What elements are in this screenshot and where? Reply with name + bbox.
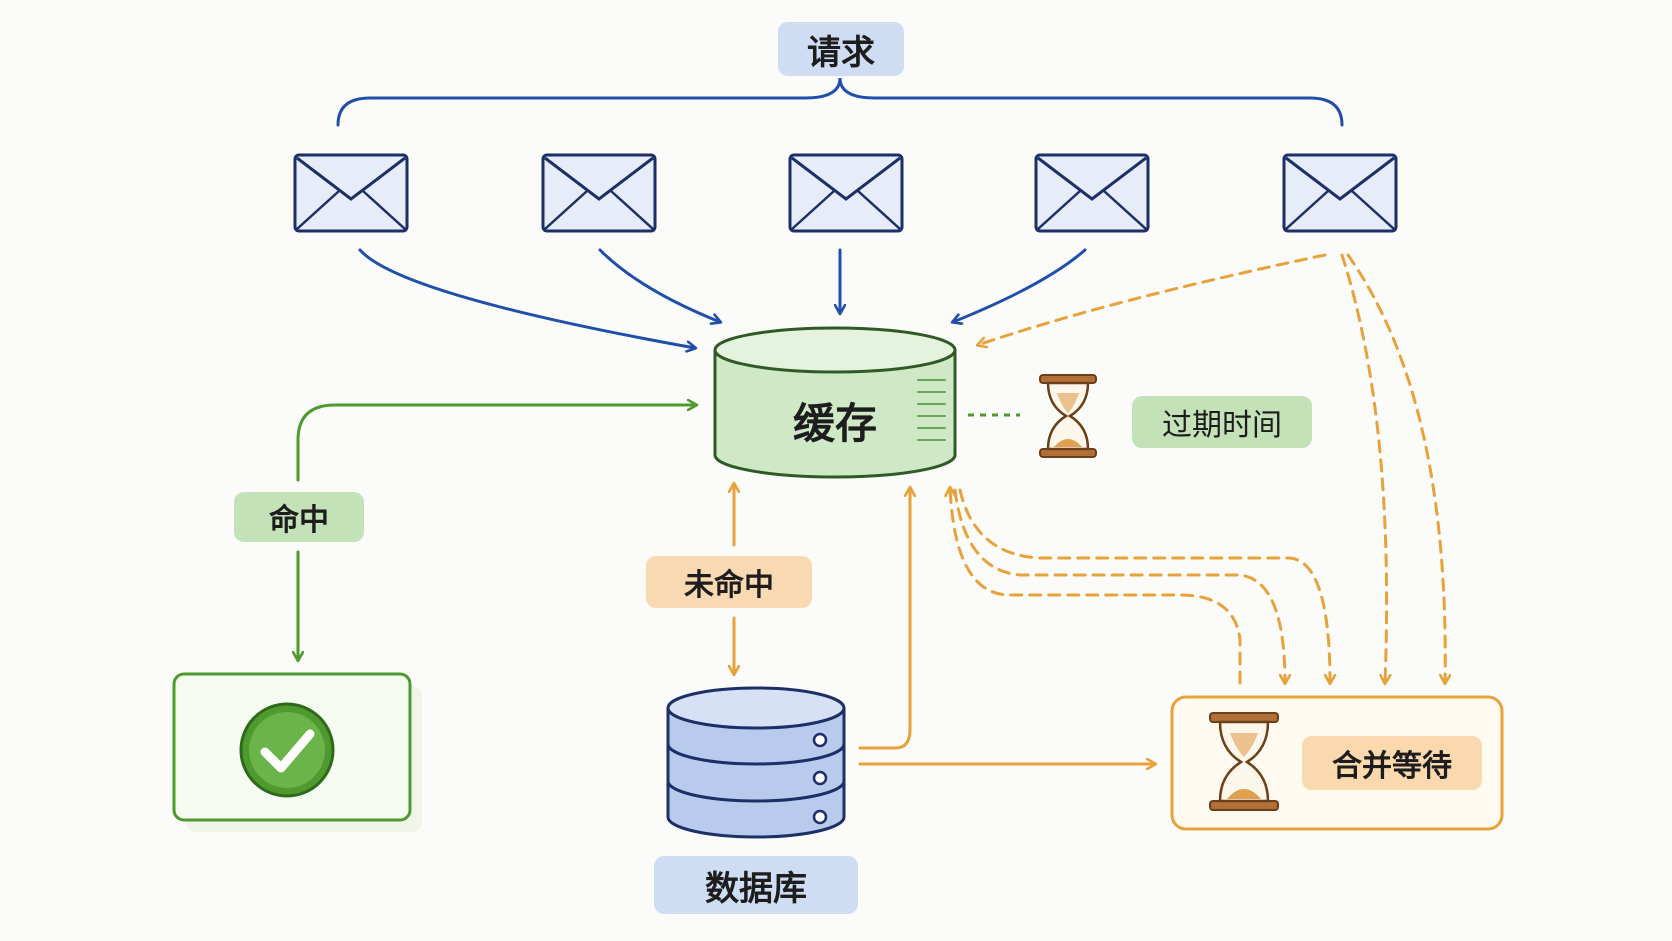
checkmark-icon xyxy=(239,702,335,798)
miss-label: 未命中 xyxy=(646,556,812,608)
request-envelope-icon-3 xyxy=(788,153,904,233)
cache-label: 缓存 xyxy=(792,398,877,448)
merge-to-cache-dashed-loop-3 xyxy=(958,488,1330,683)
request-arrow-2 xyxy=(598,248,720,322)
request-5-to-merge-dashed-arrow-2 xyxy=(1346,253,1445,683)
db-to-cache-arrow xyxy=(858,488,910,750)
request-envelope-icon-2 xyxy=(541,153,657,233)
cache-cylinder xyxy=(713,326,957,479)
request-brace xyxy=(336,77,1344,127)
merge-hourglass-icon xyxy=(1209,712,1279,811)
database-cylinder xyxy=(666,686,846,839)
hit-label: 命中 xyxy=(234,492,364,542)
merge-wait-label: 合并等待 xyxy=(1302,736,1482,790)
request-envelope-icon-4 xyxy=(1034,153,1150,233)
request-5-to-merge-dashed-arrow-1 xyxy=(1340,253,1387,683)
request-envelope-icon-5 xyxy=(1282,153,1398,233)
database-label: 数据库 xyxy=(654,856,858,914)
merge-to-cache-dashed-loop-1 xyxy=(950,488,1242,685)
hit-arrow-to-cache xyxy=(296,405,696,482)
request-envelope-icon-1 xyxy=(293,153,409,233)
request-arrow-4 xyxy=(953,248,1087,322)
requests-label: 请求 xyxy=(778,22,904,76)
expiry-hourglass-icon xyxy=(1039,374,1097,458)
request-5-to-cache-dashed-arrow xyxy=(978,253,1327,345)
expiry-label: 过期时间 xyxy=(1132,396,1312,448)
merge-to-cache-dashed-loop-2 xyxy=(953,488,1285,683)
request-arrow-1 xyxy=(358,248,695,348)
